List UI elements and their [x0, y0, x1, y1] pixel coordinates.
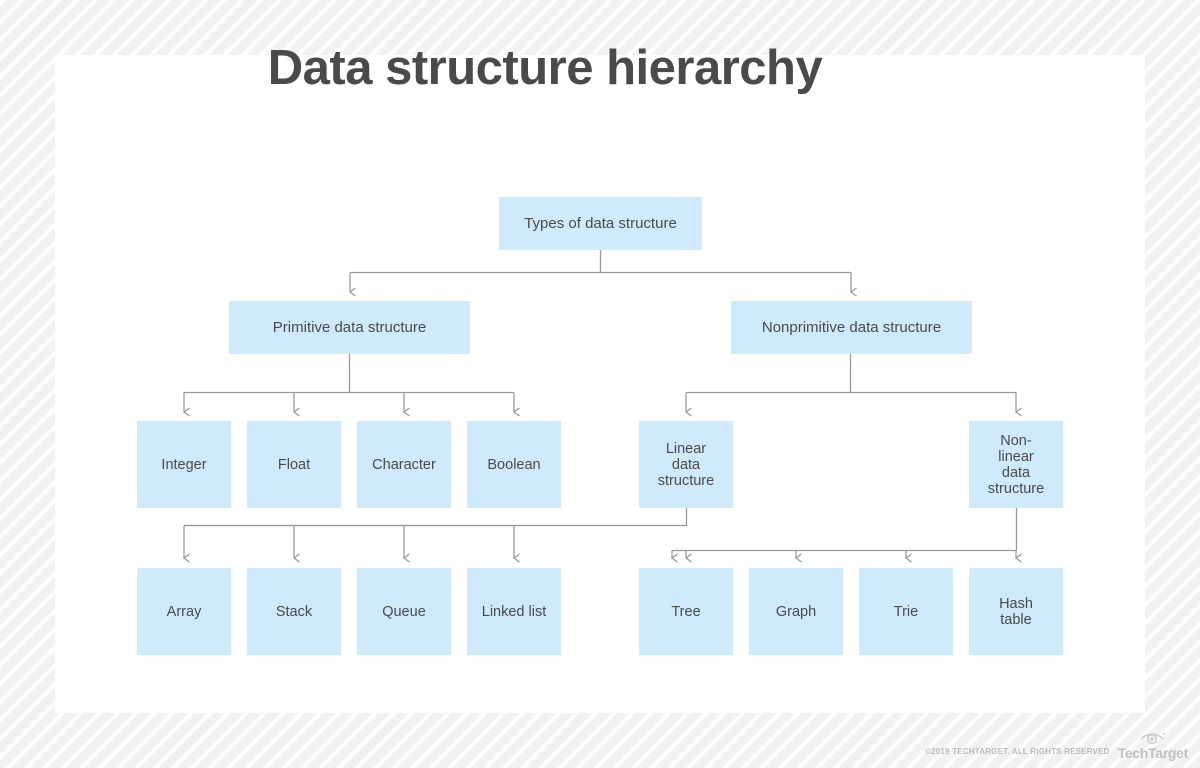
node-types-of-data-structure[interactable]: Types of data structure: [499, 197, 702, 250]
node-label: Non- linear data structure: [987, 432, 1045, 497]
node-queue[interactable]: Queue: [357, 568, 451, 655]
node-trie[interactable]: Trie: [859, 568, 953, 655]
node-label: Array: [166, 603, 202, 620]
node-graph[interactable]: Graph: [749, 568, 843, 655]
node-boolean[interactable]: Boolean: [467, 421, 561, 508]
node-array[interactable]: Array: [137, 568, 231, 655]
node-label: Tree: [671, 603, 701, 620]
node-label: Float: [277, 456, 311, 473]
node-label: Types of data structure: [524, 214, 677, 232]
node-integer[interactable]: Integer: [137, 421, 231, 508]
node-linked-list[interactable]: Linked list: [467, 568, 561, 655]
node-label: Queue: [382, 603, 426, 620]
node-stack[interactable]: Stack: [247, 568, 341, 655]
node-label: Primitive data structure: [272, 318, 427, 336]
footer: ©2019 TECHTARGET. ALL RIGHTS RESERVED Te…: [925, 730, 1188, 760]
node-linear-data-structure[interactable]: Linear data structure: [639, 421, 733, 508]
node-primitive-data-structure[interactable]: Primitive data structure: [229, 301, 470, 354]
node-label: Trie: [893, 603, 919, 620]
node-label: Integer: [161, 456, 207, 473]
node-label: Hash table: [999, 595, 1033, 628]
node-label: Boolean: [487, 456, 541, 473]
node-label: Stack: [275, 603, 313, 620]
node-label: Linear data structure: [657, 440, 715, 489]
node-label: Nonprimitive data structure: [761, 318, 942, 336]
techtarget-logo: TechTarget: [1118, 730, 1188, 760]
node-hash-table[interactable]: Hash table: [969, 568, 1063, 655]
logo-wordmark: TechTarget: [1117, 745, 1189, 761]
node-character[interactable]: Character: [357, 421, 451, 508]
node-non-linear-data-structure[interactable]: Non- linear data structure: [969, 421, 1063, 508]
copyright-text: ©2019 TECHTARGET. ALL RIGHTS RESERVED: [925, 747, 1110, 756]
eye-icon: [1140, 732, 1166, 745]
node-label: Graph: [775, 603, 817, 620]
content-card: [55, 55, 1145, 713]
node-label: Linked list: [481, 603, 547, 620]
node-nonprimitive-data-structure[interactable]: Nonprimitive data structure: [731, 301, 972, 354]
node-label: Character: [372, 456, 436, 473]
node-tree[interactable]: Tree: [639, 568, 733, 655]
page-title: Data structure hierarchy: [267, 41, 823, 95]
node-float[interactable]: Float: [247, 421, 341, 508]
